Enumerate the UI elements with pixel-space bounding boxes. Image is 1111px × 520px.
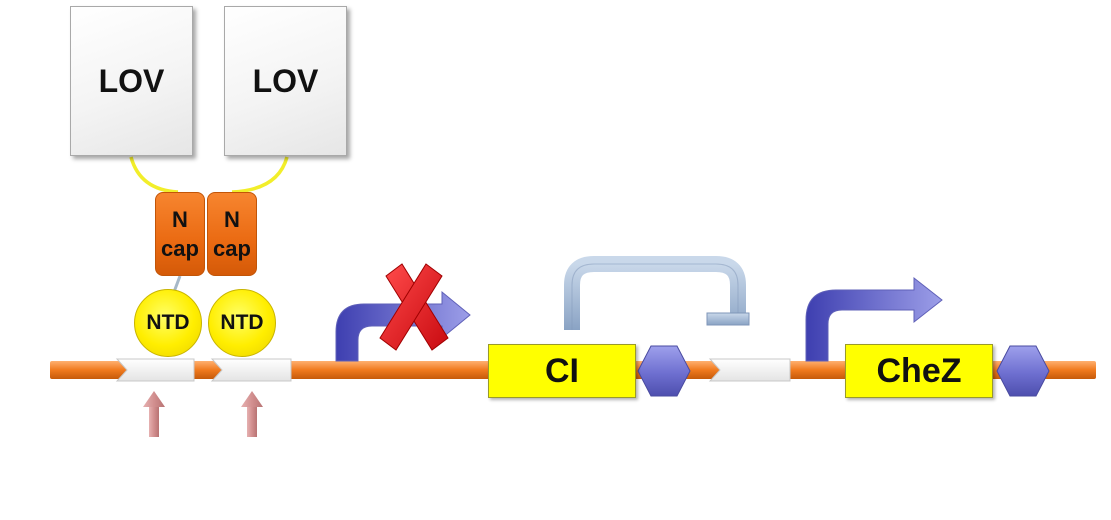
ncap-domain-left: N cap — [155, 192, 205, 276]
ncap-line2: cap — [213, 236, 251, 261]
ntd-domain-left: NTD — [134, 289, 202, 357]
lov-linker-right — [231, 156, 289, 194]
operator-site-middle — [210, 358, 292, 382]
operator-site-right — [708, 358, 791, 382]
repression-arc — [564, 256, 750, 330]
red-x-icon — [379, 263, 449, 351]
lov-domain-right: LOV — [224, 6, 347, 156]
blocked-promoter-arrow — [335, 290, 471, 362]
ncap-line2: cap — [161, 236, 199, 261]
operator-site-left — [115, 358, 195, 382]
gene-ci: CI — [488, 344, 636, 398]
repression-bar — [706, 312, 750, 326]
ntd-domain-right: NTD — [208, 289, 276, 357]
ncap-line1: N — [172, 207, 188, 232]
ncap-line1: N — [224, 207, 240, 232]
binding-site-arrow-right — [241, 391, 263, 437]
gene-chez: CheZ — [845, 344, 993, 398]
terminator-hexagon-icon — [996, 345, 1050, 397]
terminator-hexagon-icon — [637, 345, 691, 397]
lov-domain-left: LOV — [70, 6, 193, 156]
promoter-arrow-chez — [805, 276, 943, 362]
lov-linker-left — [129, 156, 179, 194]
binding-site-arrow-left — [143, 391, 165, 437]
ncap-domain-right: N cap — [207, 192, 257, 276]
